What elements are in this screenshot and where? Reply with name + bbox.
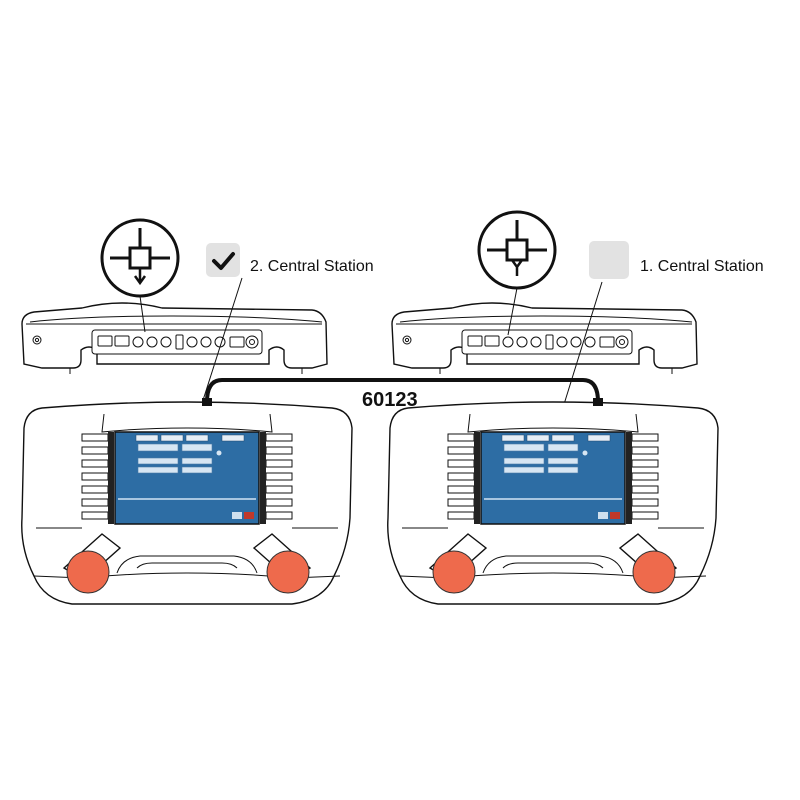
knob-left-b[interactable]: [266, 550, 310, 594]
station-label-right: 1. Central Station: [640, 258, 764, 275]
rear-device-left: [21, 302, 328, 375]
leader-line-right-connector: [507, 287, 518, 336]
leader-line-left-connector: [139, 295, 146, 333]
station-right: 1. Central Station: [387, 210, 764, 605]
connection-cable: [202, 378, 603, 406]
cable-label: 60123: [362, 389, 418, 411]
checkmark-icon: [212, 252, 235, 270]
connector-out-icon: [100, 218, 180, 298]
connector-in-icon: [477, 210, 557, 290]
checkbox-unchecked[interactable]: [589, 241, 629, 279]
checkbox-checked[interactable]: [206, 243, 240, 277]
knob-right-b[interactable]: [632, 550, 676, 594]
knob-right-a[interactable]: [432, 550, 476, 594]
station-left: 2. Central Station: [21, 218, 374, 605]
station-label-left: 2. Central Station: [250, 258, 374, 275]
rear-device-right: [391, 302, 698, 375]
knob-left-a[interactable]: [66, 550, 110, 594]
